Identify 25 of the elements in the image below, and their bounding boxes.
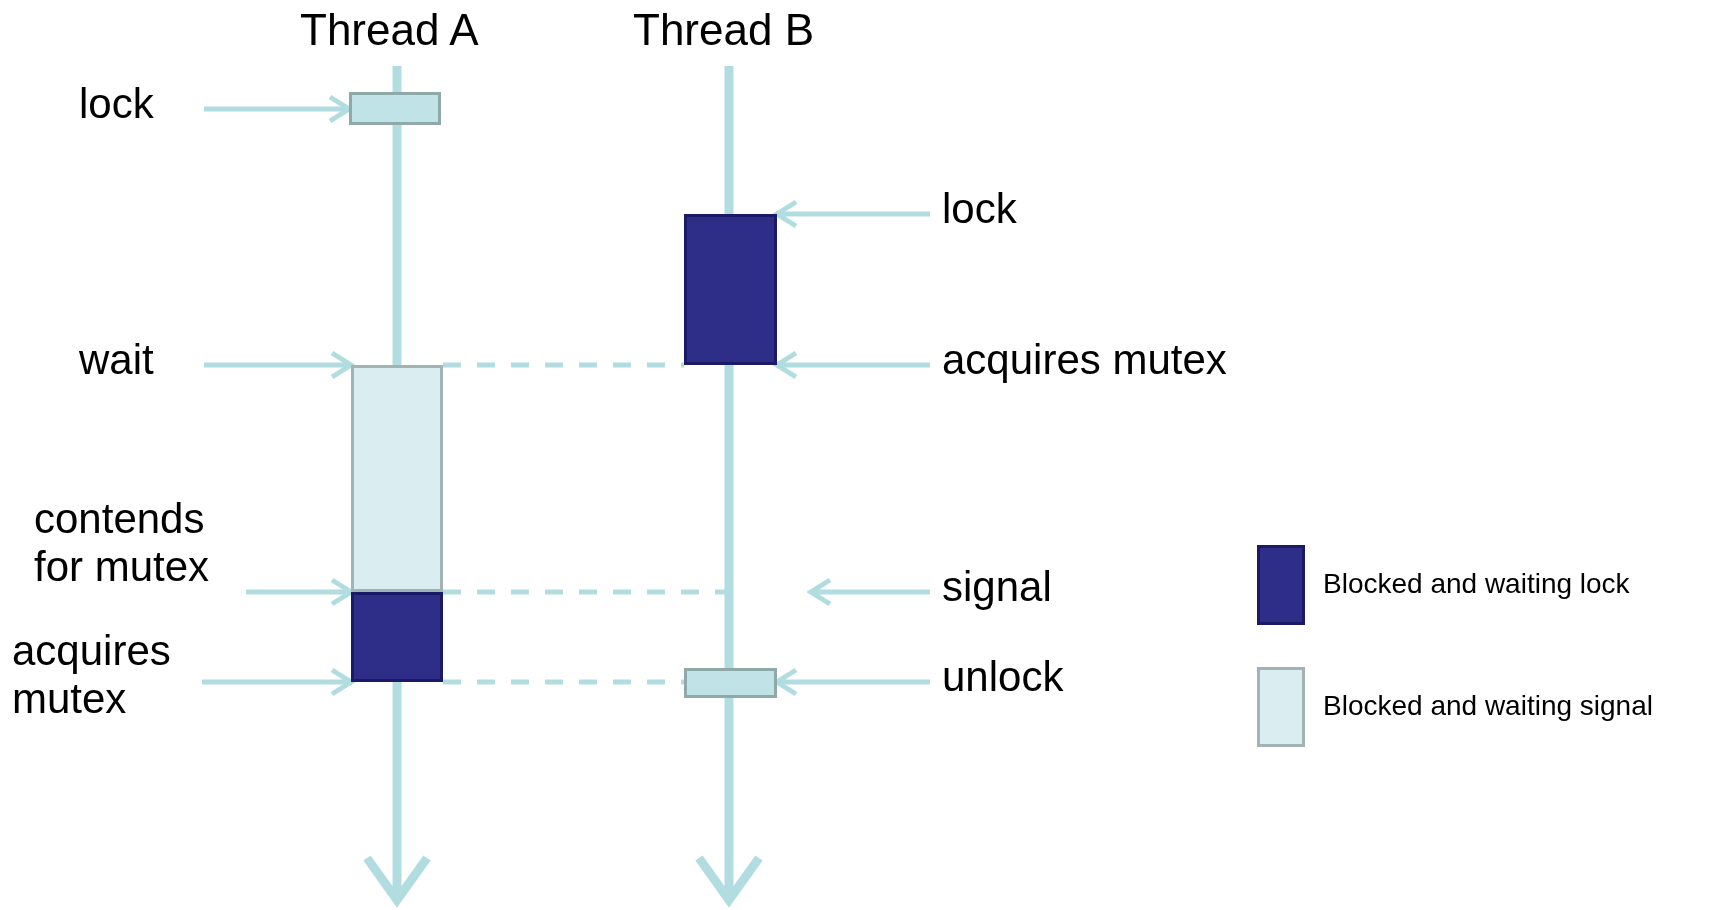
state-bar bbox=[684, 668, 777, 698]
step-label: signal bbox=[930, 563, 1142, 612]
step-label: unlock bbox=[930, 653, 1142, 702]
state-bar bbox=[351, 365, 443, 592]
dashed-connector bbox=[443, 679, 684, 685]
thread-heading: Thread A bbox=[300, 5, 479, 56]
arrow bbox=[774, 199, 930, 229]
step-label: wait bbox=[79, 336, 204, 385]
arrow bbox=[202, 667, 354, 697]
state-bar bbox=[684, 214, 777, 365]
thread-heading: Thread B bbox=[633, 5, 814, 56]
arrow bbox=[808, 577, 930, 607]
step-label: acquires mutex bbox=[930, 336, 1302, 385]
step-label: acquires mutex bbox=[12, 627, 202, 724]
arrow bbox=[204, 350, 354, 380]
state-bar bbox=[351, 592, 443, 682]
legend-label: Blocked and waiting lock bbox=[1323, 568, 1630, 601]
step-label: lock bbox=[79, 80, 204, 129]
state-bar bbox=[349, 92, 441, 125]
dashed-connector bbox=[443, 362, 684, 368]
step-label: lock bbox=[930, 185, 1142, 234]
legend-label: Blocked and waiting signal bbox=[1323, 690, 1653, 723]
arrow bbox=[774, 350, 930, 380]
step-label: contends for mutex bbox=[34, 495, 246, 592]
arrow bbox=[246, 577, 354, 607]
